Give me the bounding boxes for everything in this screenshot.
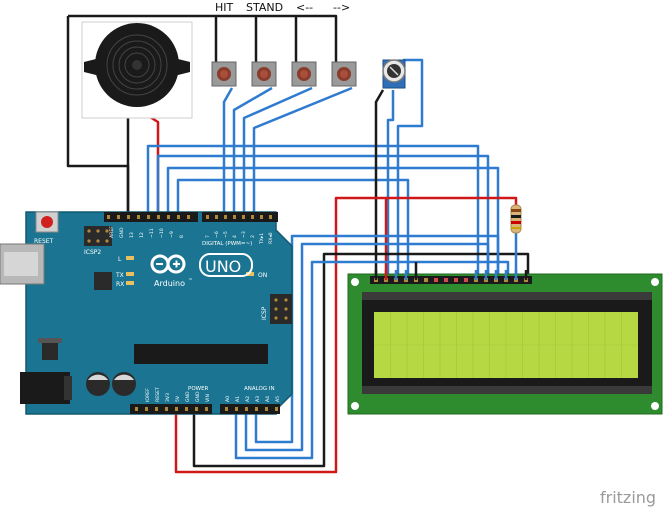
atmega-chip — [134, 344, 268, 364]
wire-btn-left — [242, 86, 313, 215]
label-analog-in: ANALOG IN — [244, 386, 275, 392]
digital-header-2 — [202, 212, 278, 222]
button-hit — [211, 61, 237, 87]
pin-4: 4 — [232, 235, 238, 238]
label-icsp: ICSP — [261, 306, 268, 320]
pin-5v: 5V — [175, 395, 181, 402]
capacitors — [86, 372, 136, 396]
wire-pot-wiper — [386, 90, 395, 280]
wire-a1 — [244, 242, 490, 452]
label-on: ON — [258, 272, 267, 279]
piezo-buzzer — [81, 21, 193, 119]
pin-7: 7 — [205, 235, 211, 238]
pin-10: ~10 — [159, 228, 165, 238]
label-stand: STAND — [246, 1, 283, 14]
wire-btn-right — [252, 86, 353, 215]
wire-a0 — [234, 260, 510, 460]
wire-d12-lcd — [146, 144, 480, 280]
lcd-character-grid — [374, 312, 638, 378]
resistor — [510, 204, 522, 234]
analog-header — [220, 404, 280, 414]
digital-pin-labels: AREF GND 13 12 ~11 ~10 ~9 8 7 ~6 ~5 4 ~3… — [109, 226, 274, 245]
lcd-16x2 — [347, 273, 663, 415]
label-digital: DIGITAL (PWM=~) — [202, 241, 252, 247]
wire-buzzer-sig — [141, 110, 160, 215]
wire-pot-5v — [396, 58, 424, 280]
digital-header-1 — [104, 212, 198, 222]
power-pin-labels: IOREF RESET 3V3 5V GND GND VIN A0 A1 A2 … — [145, 387, 281, 402]
pin-gnd2: GND — [195, 391, 201, 402]
pin-3v3: 3V3 — [165, 393, 171, 402]
lcd-pin-header — [370, 276, 532, 284]
pin-2: 2 — [250, 235, 256, 238]
dc-jack — [20, 372, 70, 404]
icsp2-header — [84, 226, 112, 246]
label-rx: RX — [116, 281, 124, 288]
label-tm: ™ — [188, 278, 193, 284]
label-icsp2: ICSP2 — [84, 249, 101, 256]
pin-11: ~11 — [149, 228, 155, 238]
button-stand — [251, 61, 277, 87]
pin-5: ~5 — [223, 231, 229, 238]
wire-gnd-buttons — [68, 14, 338, 63]
pin-gnd: GND — [119, 227, 125, 238]
pin-a0: A0 — [225, 396, 231, 402]
pin-9: ~9 — [169, 231, 175, 238]
arduino-logo — [150, 253, 253, 277]
pin-3: ~3 — [241, 231, 247, 238]
label-uno: UNO — [205, 257, 241, 276]
pin-8: 8 — [179, 235, 185, 238]
pin-13: 13 — [129, 232, 135, 238]
button-right — [331, 61, 357, 87]
pin-12: 12 — [139, 232, 145, 238]
pin-ioref: IOREF — [145, 388, 151, 402]
label-arduino: Arduino — [154, 279, 185, 288]
button-left — [291, 61, 317, 87]
pin-gnd1: GND — [185, 391, 191, 402]
potentiometer — [382, 59, 406, 89]
pin-a2: A2 — [245, 396, 251, 402]
label-l: L — [118, 256, 122, 263]
label-right: --> — [333, 1, 350, 14]
fritzing-watermark: fritzing — [600, 488, 656, 507]
pin-reset: RESET — [155, 387, 161, 402]
wire-gnd-power — [192, 252, 530, 468]
pin-rx0: RX◂0 — [268, 232, 274, 244]
arduino-uno: RESET ICSP2 AREF GND 13 12 ~11 ~10 ~9 8 … — [0, 211, 293, 415]
wire-pot-gnd — [374, 89, 385, 280]
power-header — [130, 404, 212, 414]
wire-btn-hit — [222, 87, 234, 215]
pin-a1: A1 — [235, 396, 241, 402]
pin-a5: A5 — [275, 396, 281, 402]
usb-chip — [94, 272, 112, 290]
lcd-wire-ends — [374, 262, 528, 280]
wire-5v — [174, 196, 518, 474]
voltage-regulator — [42, 342, 58, 360]
label-reset: RESET — [34, 238, 54, 245]
label-hit: HIT — [215, 1, 234, 14]
wire-d11-lcd — [156, 154, 490, 280]
pin-tx1: TX▸1 — [259, 233, 265, 245]
pin-vin: VIN — [205, 394, 211, 402]
pin-aref: AREF — [109, 226, 115, 238]
label-left: <-- — [296, 1, 313, 14]
icsp-header — [270, 294, 292, 324]
wire-d10-lcd — [166, 166, 500, 280]
pin-a4: A4 — [265, 396, 271, 402]
pushbuttons: HIT STAND <-- --> — [211, 1, 357, 87]
label-power: POWER — [188, 386, 209, 392]
pin-6: ~6 — [214, 231, 220, 238]
label-tx: TX — [115, 272, 124, 279]
wire-d9-lcd — [176, 178, 410, 280]
indicator-leds — [126, 256, 254, 285]
pin-a3: A3 — [255, 396, 261, 402]
reset-button — [35, 211, 59, 233]
